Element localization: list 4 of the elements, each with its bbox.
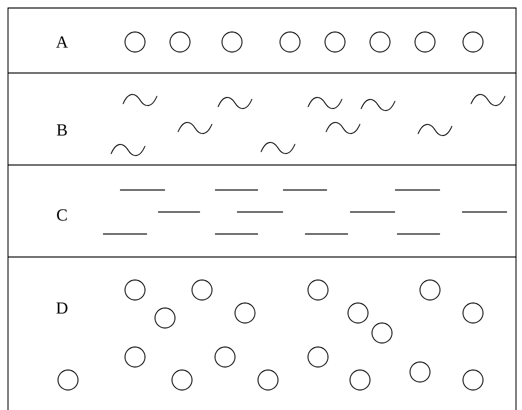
band-label: A xyxy=(56,36,68,48)
band-label: C xyxy=(57,209,67,221)
band-label: B xyxy=(56,124,67,136)
band-label: D xyxy=(56,302,68,314)
